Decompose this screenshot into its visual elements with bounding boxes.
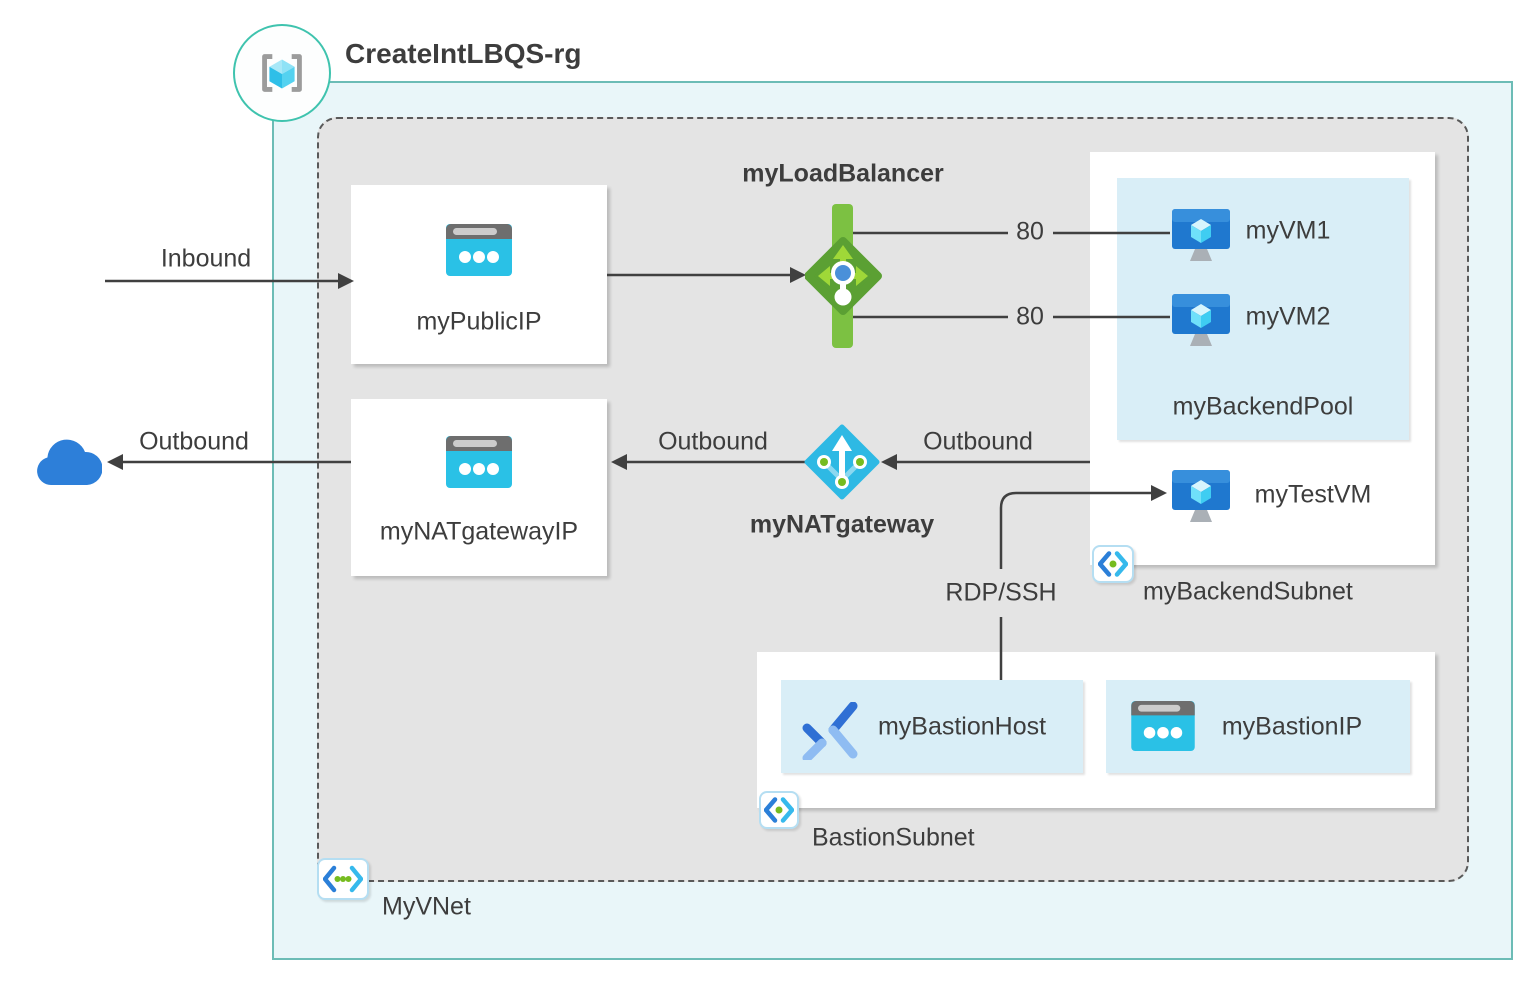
backend-pool-label: myBackendPool: [1172, 392, 1354, 421]
edge-label-outbound-right: Outbound: [923, 427, 1033, 456]
bastion-icon: [802, 702, 858, 760]
nat-gateway-ip-label: myNATgatewayIP: [379, 517, 579, 546]
vnet-label: MyVNet: [382, 892, 471, 921]
nat-gateway-icon: [804, 424, 880, 500]
subnet-chip: [759, 791, 799, 829]
virtual-machine-icon: [1172, 294, 1230, 346]
edge-label-inbound: Inbound: [160, 244, 252, 273]
nat-gateway-label: myNATgateway: [749, 510, 935, 539]
load-balancer-label: myLoadBalancer: [742, 159, 944, 188]
edge-label-outbound-internet: Outbound: [139, 427, 249, 456]
edge-label-port-top: 80: [1016, 217, 1044, 246]
vnet-chip: [317, 858, 369, 900]
cloud-icon: [37, 439, 102, 485]
bastion-subnet-label: BastionSubnet: [812, 823, 975, 852]
subnet-chip: [1092, 545, 1134, 583]
edge-label-rdp-ssh: RDP/SSH: [945, 578, 1057, 607]
resource-group-icon: [262, 54, 302, 92]
virtual-machine-icon: [1172, 470, 1230, 522]
public-ip-label: myPublicIP: [416, 307, 542, 336]
backend-pool-box: [1117, 178, 1409, 440]
resource-group-badge: [233, 24, 331, 122]
edge-label-outbound-left: Outbound: [658, 427, 768, 456]
test-vm-label: myTestVM: [1254, 480, 1372, 509]
bastion-host-label: myBastionHost: [877, 712, 1047, 741]
public-ip-icon: [446, 436, 512, 488]
outbound-internet-arrowhead: [107, 454, 123, 470]
load-balancer-icon: [805, 204, 882, 348]
backend-subnet-label: myBackendSubnet: [1143, 577, 1353, 606]
virtual-network-icon: [323, 865, 363, 893]
subnet-icon: [1098, 551, 1128, 577]
public-ip-icon: [1131, 701, 1195, 751]
vm1-label: myVM1: [1245, 216, 1331, 245]
public-ip-icon: [446, 224, 512, 276]
diagram-title: CreateIntLBQS-rg: [345, 38, 582, 69]
edge-label-port-bottom: 80: [1016, 302, 1044, 331]
vm2-label: myVM2: [1245, 302, 1331, 331]
bastion-ip-label: myBastionIP: [1221, 712, 1363, 741]
virtual-machine-icon: [1172, 209, 1230, 261]
subnet-icon: [764, 797, 794, 823]
